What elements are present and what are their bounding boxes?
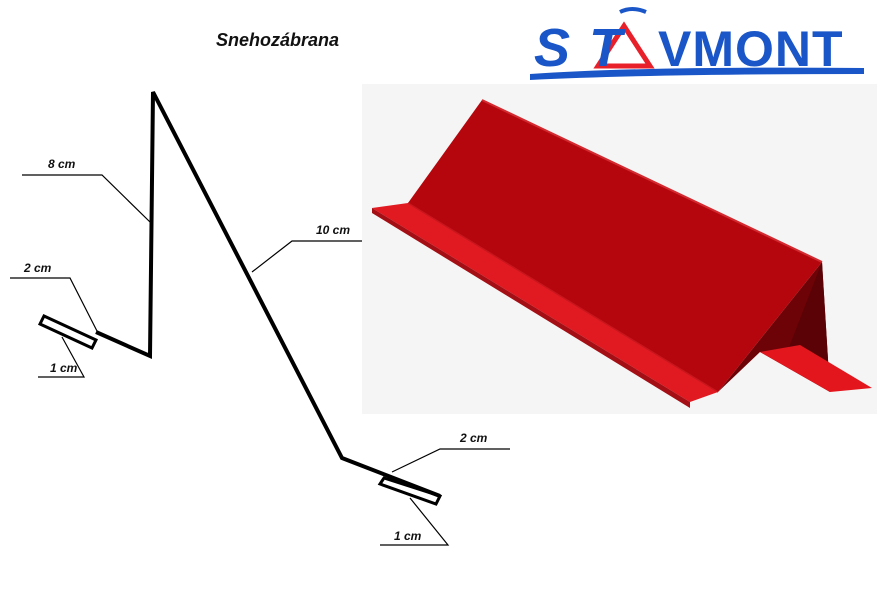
leader-8cm	[22, 174, 151, 223]
label-right-1cm: 1 cm	[394, 529, 422, 543]
right-hem	[377, 476, 443, 506]
stavmont-logo: S T VMONT	[528, 4, 868, 84]
label-8cm: 8 cm	[48, 157, 76, 171]
leader-left-1cm	[38, 336, 86, 378]
leader-10cm	[251, 240, 364, 273]
label-left-2cm: 2 cm	[23, 261, 52, 275]
snow-guard-3d-image	[362, 84, 877, 414]
logo-text: S T	[534, 18, 626, 78]
logo-graphic: S T VMONT	[530, 7, 864, 80]
left-hem	[37, 314, 99, 350]
leader-left-2cm	[10, 277, 99, 334]
label-right-2cm: 2 cm	[459, 431, 488, 445]
leader-right-1cm	[380, 497, 450, 546]
label-left-1cm: 1 cm	[50, 361, 78, 375]
diagram-title: Snehozábrana	[216, 30, 340, 50]
label-10cm: 10 cm	[316, 223, 350, 237]
profile-outline	[95, 91, 441, 498]
logo-text-rest: VMONT	[658, 21, 844, 77]
leader-right-2cm	[391, 448, 510, 473]
